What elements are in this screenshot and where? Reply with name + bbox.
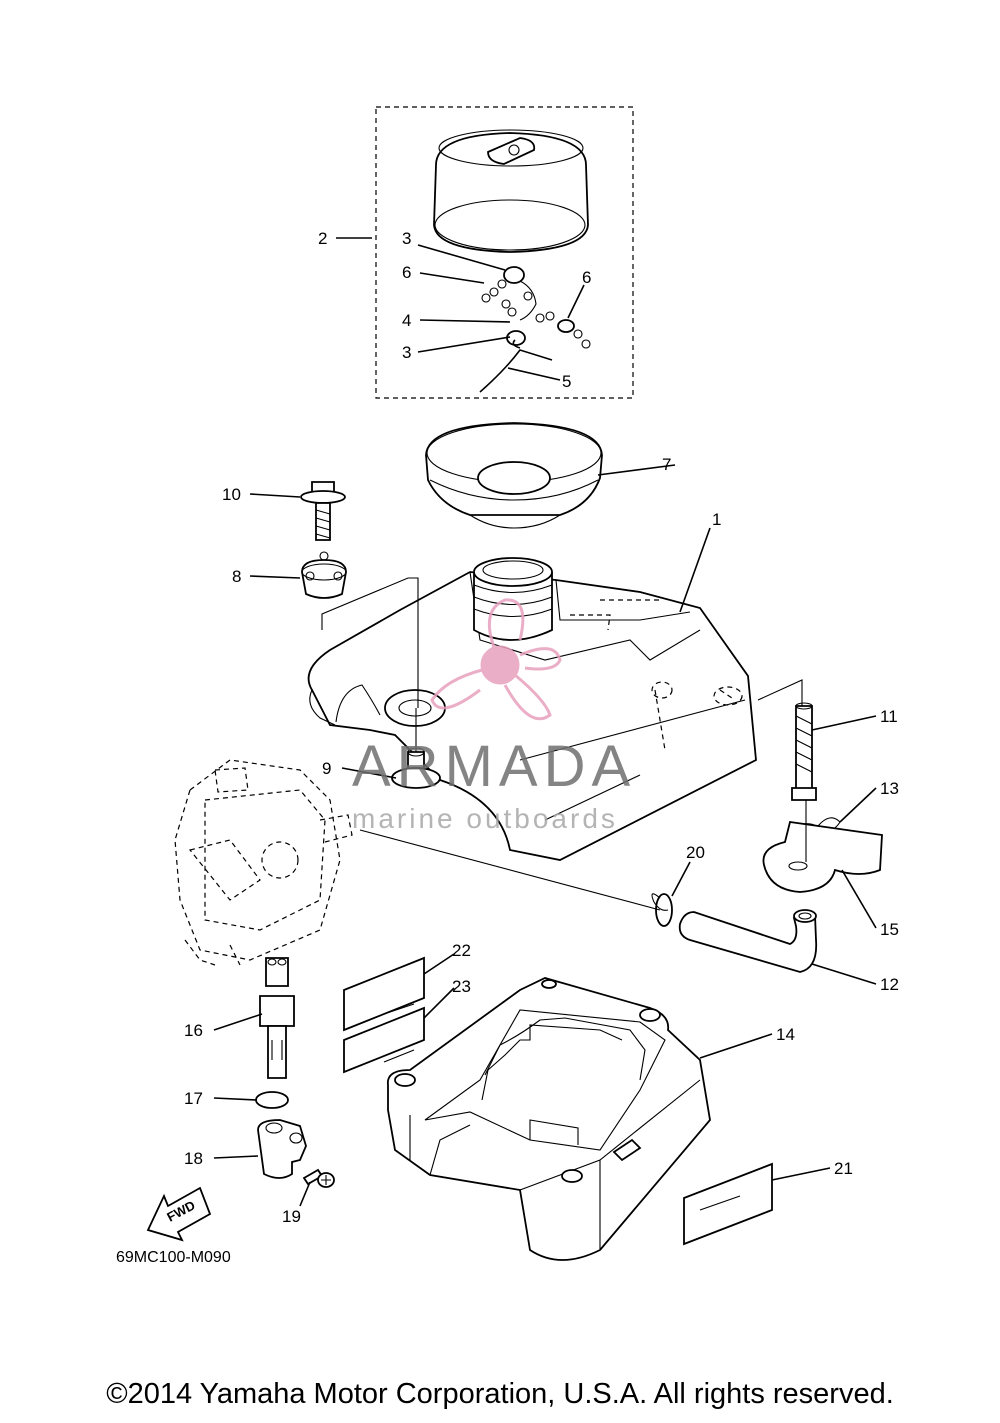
callout-17: 17 [184, 1089, 203, 1108]
callout-12: 12 [880, 975, 899, 994]
callout-23: 23 [452, 977, 471, 996]
fwd-arrow: FWD [146, 1186, 212, 1242]
callout-16: 16 [184, 1021, 203, 1040]
tank-mount-plate[interactable] [762, 820, 883, 893]
bolt[interactable] [300, 481, 346, 541]
fuel-cock-bracket[interactable] [257, 1119, 307, 1179]
watermark-brand: ARMADA [352, 734, 636, 799]
watermark: ARMADA marine outboards [352, 598, 636, 834]
callout-7: 7 [662, 455, 671, 474]
callout-9: 9 [322, 759, 331, 778]
callout-8: 8 [232, 567, 241, 586]
fuel-joint[interactable] [791, 702, 817, 801]
callout-3a: 3 [402, 229, 411, 248]
callout-15: 15 [880, 920, 899, 939]
callout-numbers: 1 2 3 3 4 5 6 6 7 8 9 10 11 12 13 14 15 … [184, 229, 899, 1226]
watermark-tagline: marine outboards [352, 803, 618, 834]
callout-10: 10 [222, 485, 241, 504]
fuel-hose[interactable] [678, 909, 818, 973]
screw[interactable] [302, 1168, 335, 1188]
leader-lines [213, 237, 877, 1211]
callout-1: 1 [712, 510, 721, 529]
carburetor-reference [174, 759, 353, 966]
fuel-cock[interactable] [259, 957, 295, 1079]
filler-seal[interactable] [425, 422, 603, 529]
o-ring[interactable] [255, 1091, 289, 1109]
label-decals[interactable] [343, 956, 773, 1246]
damper[interactable] [391, 747, 441, 789]
grommet[interactable] [301, 551, 347, 599]
kit-group-box [375, 106, 634, 399]
callout-19: 19 [282, 1207, 301, 1226]
copyright-notice: ©2014 Yamaha Motor Corporation, U.S.A. A… [106, 1378, 894, 1410]
callout-6a: 6 [402, 263, 411, 282]
tank-holder[interactable] [387, 977, 711, 1261]
callout-21: 21 [834, 1159, 853, 1178]
propeller-logo-icon [430, 598, 562, 721]
cap-chain[interactable] [479, 266, 591, 393]
callout-11: 11 [880, 707, 898, 726]
callout-22: 22 [452, 941, 471, 960]
fuel-cap[interactable] [433, 129, 589, 253]
callout-2: 2 [318, 229, 327, 248]
callout-14: 14 [776, 1025, 795, 1044]
hose-clip-2[interactable] [651, 893, 673, 927]
callout-4: 4 [402, 311, 411, 330]
callout-6b: 6 [582, 268, 591, 287]
callout-5: 5 [562, 372, 571, 391]
callout-13: 13 [880, 779, 899, 798]
callout-18: 18 [184, 1149, 203, 1168]
callout-20: 20 [686, 843, 705, 862]
callout-3b: 3 [402, 343, 411, 362]
diagram-code: 69MC100-M090 [116, 1249, 231, 1266]
